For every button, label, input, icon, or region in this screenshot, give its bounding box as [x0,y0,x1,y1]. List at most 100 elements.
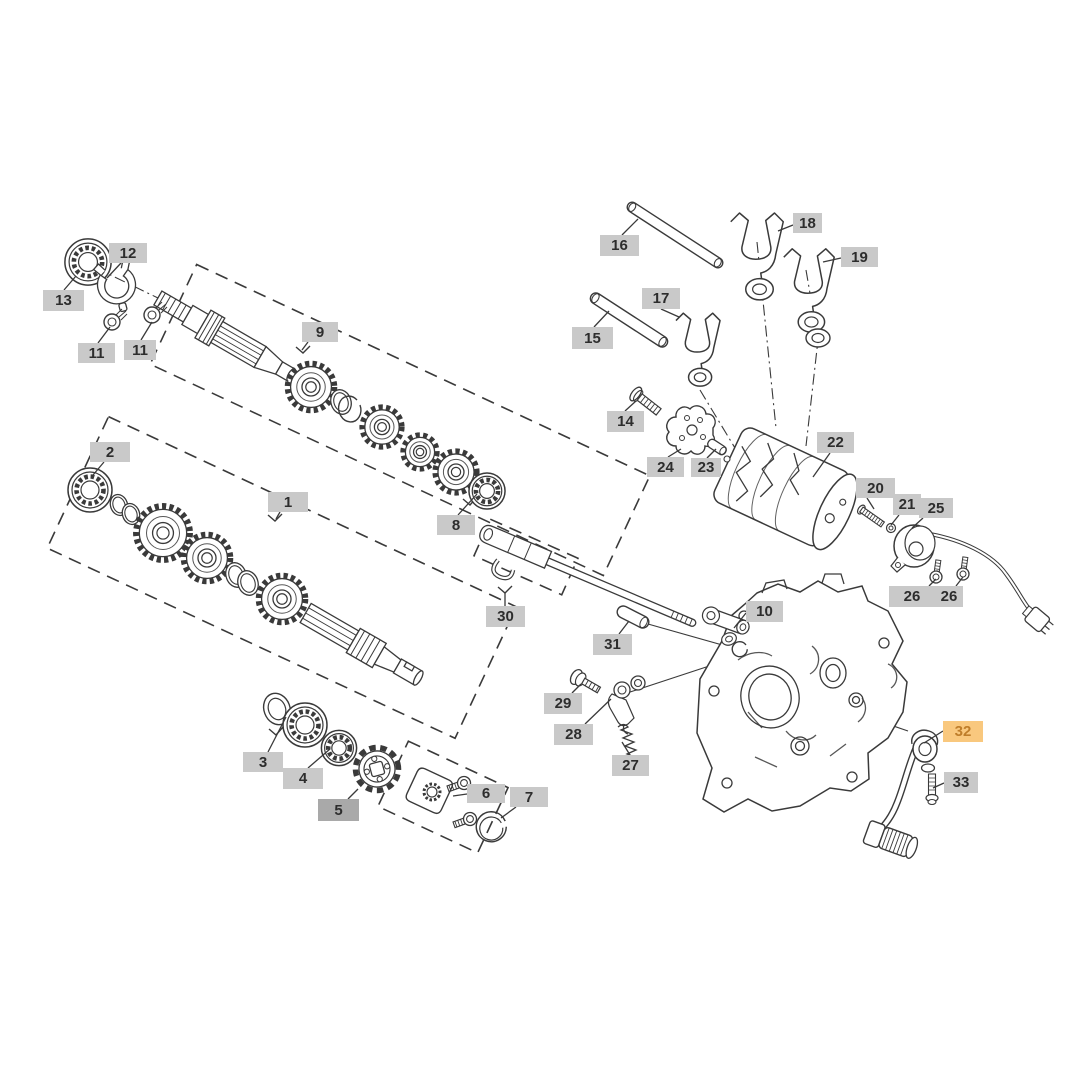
part-22-shift-drum[interactable] [711,425,866,556]
part-label-27[interactable]: 27 [612,755,649,776]
part-8-bearing[interactable] [467,471,507,511]
part-label-24[interactable]: 24 [647,457,684,477]
snap-ring [339,396,361,422]
leader-13 [64,276,76,290]
leader-10 [734,613,746,628]
leader-lines [64,219,963,818]
bolt-hole [847,772,857,782]
leader-8 [458,494,477,515]
part-label-7[interactable]: 7 [510,787,548,807]
upper-bore-inner [826,665,840,682]
part-28-stopper-lever[interactable] [608,676,645,734]
part-33-bolt[interactable] [922,764,939,805]
crankcase-tab [822,574,844,584]
part-label-13[interactable]: 13 [43,290,84,311]
bolt-hole [879,638,889,648]
part-label-6[interactable]: 6 [467,784,505,803]
part-25-neutral-switch[interactable] [891,525,1055,637]
part-label-20[interactable]: 20 [856,478,895,498]
part-label-22[interactable]: 22 [817,432,854,453]
part-1-counter-shaft-gears[interactable] [107,491,428,691]
part-12-guide-clip[interactable] [92,256,142,316]
part-20-spring-screw[interactable] [856,504,885,529]
part-label-3[interactable]: 3 [243,752,283,772]
pedal-foot-peg [863,820,921,861]
part-10-shift-arm[interactable] [700,605,751,658]
part-7-snap-ring[interactable] [472,808,510,846]
part-label-17[interactable]: 17 [642,288,680,309]
bolt-hole [709,686,719,696]
leader-32 [924,731,943,743]
part-label-11L[interactable]: 11 [78,343,115,363]
part-label-5[interactable]: 5 [318,799,359,821]
part-31-pin[interactable] [615,604,651,630]
part-label-4[interactable]: 4 [283,768,323,789]
part-16-fork-shaft[interactable] [625,200,724,269]
leader-11R [141,322,152,340]
leader-26R [956,577,963,586]
leader-20 [867,498,874,509]
leader-1 [276,512,280,519]
part-label-21[interactable]: 21 [893,494,921,515]
part-9-gear-set[interactable] [288,364,477,493]
part-label-28[interactable]: 28 [554,724,593,745]
part-14-screw[interactable] [628,385,664,418]
part-4-bearing[interactable] [283,703,327,747]
leader-26L [929,579,936,586]
leader-17 [661,309,679,317]
part-label-16[interactable]: 16 [600,235,639,256]
part-6-retainer-plate[interactable] [404,766,454,815]
part-label-9[interactable]: 9 [302,322,338,342]
part-label-29[interactable]: 29 [544,693,582,714]
leader-31 [619,621,629,634]
part-9-input-shaft[interactable] [150,284,302,390]
small-bore [853,697,860,704]
part-label-30[interactable]: 30 [486,606,525,627]
part-label-10[interactable]: 10 [746,601,783,622]
part-29-bolt[interactable] [568,668,603,697]
main-bore-inner [744,669,796,724]
part-label-18[interactable]: 18 [793,213,822,233]
part-label-23[interactable]: 23 [691,458,721,477]
part-19-shift-fork[interactable] [782,247,836,347]
part-label-33[interactable]: 33 [944,772,978,793]
part-label-25[interactable]: 25 [919,498,953,518]
leader-15 [594,311,609,327]
crankcase-tab [762,580,787,593]
part-label-26L[interactable]: 26 [889,586,935,607]
part-label-14[interactable]: 14 [607,411,644,432]
part-label-8[interactable]: 8 [437,515,475,535]
part-label-26R[interactable]: 26 [935,586,963,607]
part-label-12[interactable]: 12 [109,243,147,263]
part-label-19[interactable]: 19 [841,247,878,267]
part-21-nut[interactable] [887,524,896,533]
part-18-shift-fork[interactable] [729,212,785,301]
part-11-bolts[interactable] [104,302,167,330]
group-6-outline [378,741,508,853]
part-30-shift-shaft[interactable] [477,523,697,627]
part-26-bolts[interactable] [929,556,971,583]
part-24-cam-plate[interactable] [667,406,715,454]
part-6-bolt[interactable] [451,810,479,832]
part-label-31[interactable]: 31 [593,634,632,655]
leader-9 [302,342,308,350]
part-32-shift-pedal[interactable] [863,730,938,860]
part-label-11R[interactable]: 11 [124,340,156,360]
leader-22 [813,453,830,477]
leader-6 [453,794,467,796]
part-4b-bearing[interactable] [319,728,359,768]
part-label-1[interactable]: 1 [268,492,308,512]
bolt-hole [722,778,732,788]
part-label-32[interactable]: 32 [943,721,983,742]
leader-25 [912,518,923,528]
leader-3 [268,717,286,752]
part-15-fork-shaft[interactable] [588,291,669,349]
leader-14 [625,401,636,411]
part-17-shift-fork[interactable] [675,312,721,387]
part-label-2[interactable]: 2 [90,442,130,462]
part-label-15[interactable]: 15 [572,327,613,349]
part-5-drive-sprocket[interactable] [351,743,404,796]
part-crankcase-half[interactable] [697,574,907,812]
part-2-bearing[interactable] [68,468,112,512]
